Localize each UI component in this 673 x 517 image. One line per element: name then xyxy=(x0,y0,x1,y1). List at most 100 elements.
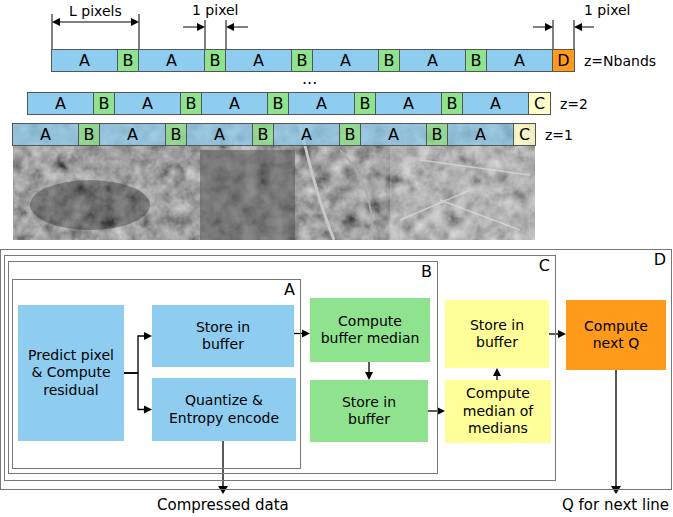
process-box: Compute next Q xyxy=(566,300,666,370)
band-label: z=1 xyxy=(545,126,573,143)
pixel-segment: A xyxy=(361,124,427,145)
segment-letter: A xyxy=(214,125,225,145)
pixel-segment: A xyxy=(100,124,166,145)
group-letter: A xyxy=(284,281,295,299)
segment-letter: A xyxy=(40,125,51,145)
pixel-segment: B xyxy=(466,50,487,71)
arrowhead xyxy=(437,407,445,415)
group-letter: B xyxy=(421,263,432,281)
output-label: Compressed data xyxy=(157,496,289,514)
pixel-segment: A xyxy=(187,124,253,145)
segment-letter: B xyxy=(84,125,95,145)
pixel-segment: A xyxy=(226,50,292,71)
pixel-segment: A xyxy=(448,124,514,145)
segment-letter: B xyxy=(210,51,221,71)
box-label: Predict pixel & Compute residual xyxy=(26,347,116,400)
connector-line xyxy=(428,410,437,411)
segment-letter: B xyxy=(384,51,395,71)
pixel-segment: B xyxy=(181,93,202,114)
pixel-segment: A xyxy=(400,50,466,71)
segment-letter: B xyxy=(360,94,371,114)
process-box: Quantize & Entropy encode xyxy=(152,378,296,441)
segment-letter: B xyxy=(447,94,458,114)
segment-letter: B xyxy=(432,125,443,145)
pixel-segment: B xyxy=(94,93,115,114)
segment-letter: B xyxy=(171,125,182,145)
segment-letter: B xyxy=(345,125,356,145)
connector xyxy=(365,362,373,380)
group-letter: D xyxy=(654,251,666,269)
pixel-segment: A xyxy=(13,124,79,145)
stage-group: CBAPredict pixel & Compute residualStore… xyxy=(4,255,556,481)
pixel-segment: B xyxy=(379,50,400,71)
box-label: Compute next Q xyxy=(571,318,661,353)
segment-letter: B xyxy=(186,94,197,114)
arrowhead xyxy=(144,406,152,414)
stage-group: BAPredict pixel & Compute residualStore … xyxy=(8,261,438,474)
box-label: Quantize & Entropy encode xyxy=(157,392,291,427)
process-box: Compute buffer median xyxy=(310,298,430,362)
segment-letter: A xyxy=(475,125,486,145)
pixel-segment: B xyxy=(340,124,361,145)
output-label: Q for next line xyxy=(562,496,669,514)
segment-letter: B xyxy=(297,51,308,71)
pixel-segment: C xyxy=(529,93,550,114)
dimension-arrowheads xyxy=(52,18,582,31)
pixel-segment: A xyxy=(487,50,553,71)
pixel-segment: B xyxy=(118,50,139,71)
band-strip: z=NbandsABABABABABAD xyxy=(52,50,574,71)
segment-letter: B xyxy=(273,94,284,114)
pixel-segment: A xyxy=(115,93,181,114)
arrowhead xyxy=(493,368,501,376)
pixel-segment: A xyxy=(28,93,94,114)
box-label: Compute median of medians xyxy=(450,385,546,438)
connector xyxy=(124,373,152,414)
pixel-segment: A xyxy=(202,93,268,114)
pixel-segment: B xyxy=(205,50,226,71)
pixel-segment: A xyxy=(289,93,355,114)
connector xyxy=(493,368,501,380)
connector-line xyxy=(549,333,558,334)
segment-letter: A xyxy=(388,125,399,145)
segment-letter: A xyxy=(340,51,351,71)
pixel-segment: A xyxy=(376,93,442,114)
box-label: Store in buffer xyxy=(329,394,409,429)
segment-letter: A xyxy=(253,51,264,71)
box-label: Store in buffer xyxy=(183,319,263,354)
arrowhead xyxy=(558,330,566,338)
dimension-label: 1 pixel xyxy=(192,1,239,19)
segment-letter: D xyxy=(557,51,569,71)
group-letter: C xyxy=(539,257,550,275)
pixel-segment: A xyxy=(139,50,205,71)
dimension-label: L pixels xyxy=(69,2,122,20)
band-label: z=Nbands xyxy=(584,52,656,69)
segment-letter: B xyxy=(123,51,134,71)
band-strip: z=2ABABABABABAC xyxy=(28,93,550,114)
arrowhead xyxy=(144,332,152,340)
process-box: Predict pixel & Compute residual xyxy=(18,305,124,441)
pixel-segment: A xyxy=(52,50,118,71)
segment-letter: A xyxy=(55,94,66,114)
process-box: Store in buffer xyxy=(310,380,428,442)
segment-letter: A xyxy=(514,51,525,71)
segment-letter: B xyxy=(258,125,269,145)
satellite-image xyxy=(13,124,535,240)
arrowhead xyxy=(365,372,373,380)
process-box: Store in buffer xyxy=(445,300,549,368)
pixel-segment: B xyxy=(355,93,376,114)
connector xyxy=(124,332,152,373)
connector-line xyxy=(124,336,144,373)
segment-letter: A xyxy=(427,51,438,71)
segment-letter: C xyxy=(534,94,545,114)
segment-letter: A xyxy=(301,125,312,145)
pixel-segment: B xyxy=(253,124,274,145)
pixel-segment: C xyxy=(514,124,535,145)
pixel-segment: D xyxy=(553,50,574,71)
pixel-segment: B xyxy=(166,124,187,145)
segment-letter: A xyxy=(127,125,138,145)
process-box: Compute median of medians xyxy=(445,380,551,443)
stage-group: DCBAPredict pixel & Compute residualStor… xyxy=(0,249,672,490)
pixel-segment: B xyxy=(268,93,289,114)
pixel-segment: B xyxy=(427,124,448,145)
